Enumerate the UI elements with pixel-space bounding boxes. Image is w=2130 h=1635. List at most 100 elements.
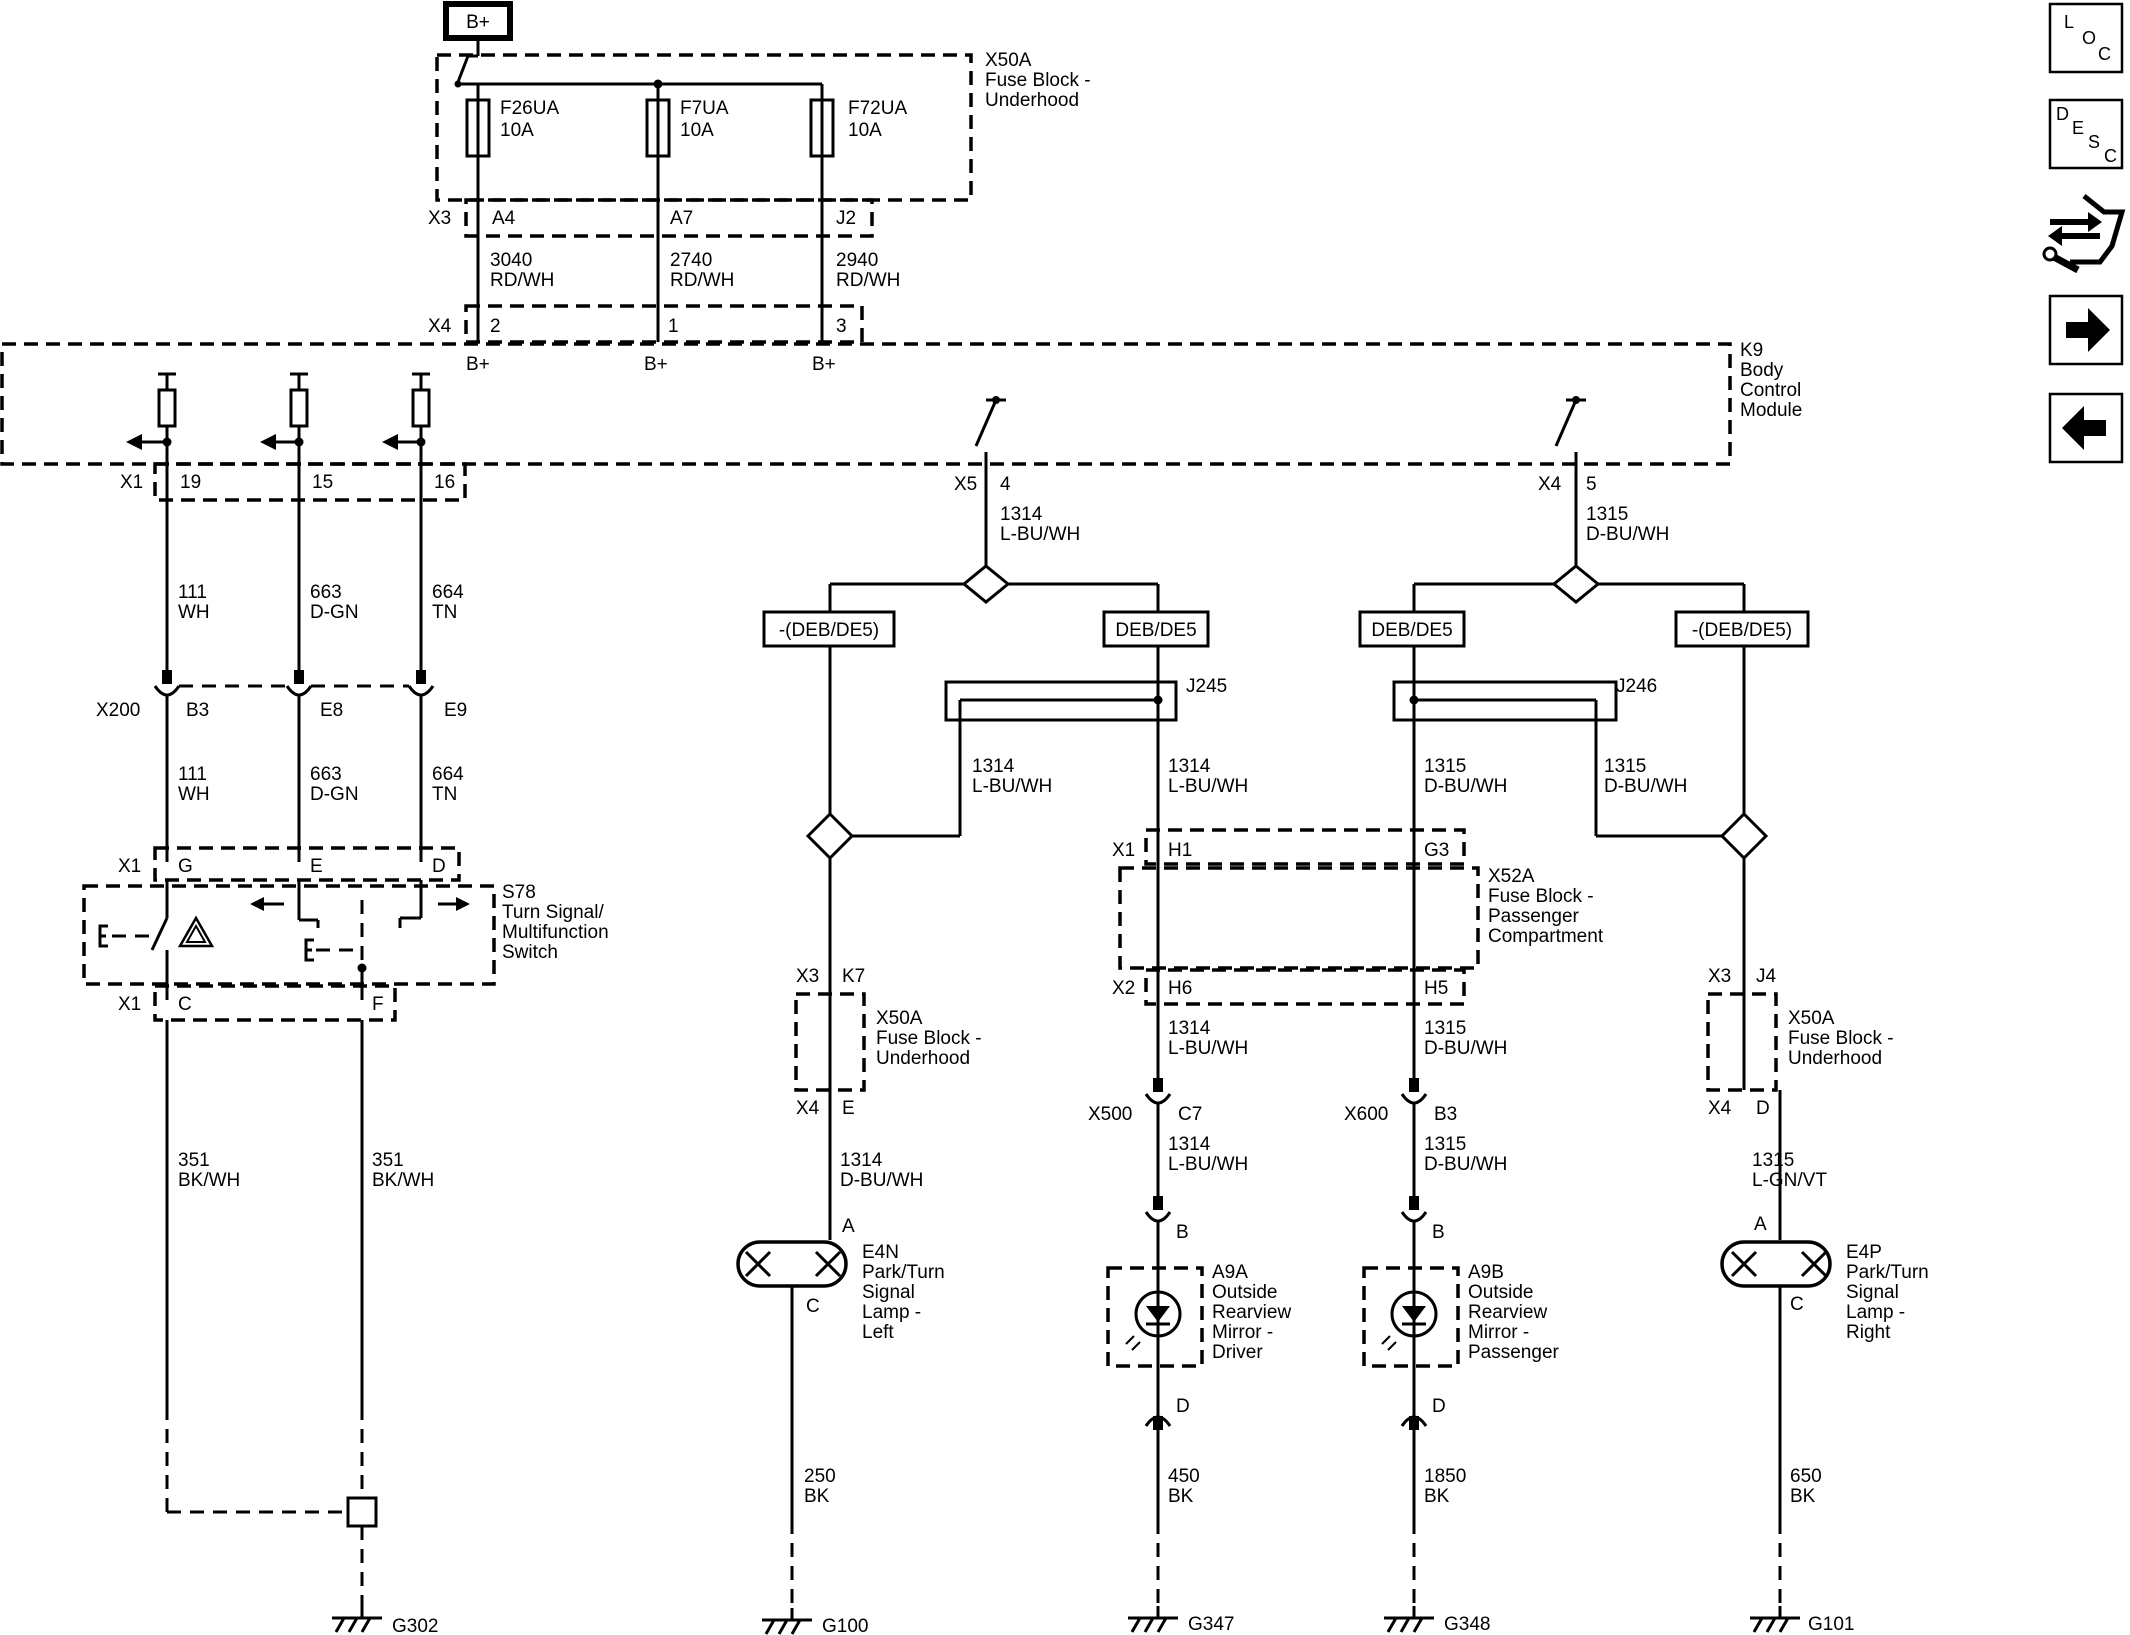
svg-text:Signal: Signal [862, 1282, 915, 1303]
svg-text:C: C [2098, 44, 2111, 64]
ground-g347-icon [1128, 1606, 1178, 1633]
svg-text:B+: B+ [812, 354, 836, 375]
svg-text:TN: TN [432, 602, 457, 623]
svg-text:1315: 1315 [1752, 1150, 1794, 1171]
previous-page-button[interactable] [2048, 392, 2124, 464]
svg-text:2740: 2740 [670, 250, 712, 271]
svg-text:2940: 2940 [836, 250, 878, 271]
desc-button[interactable]: D E S C [2048, 98, 2124, 170]
svg-text:X4: X4 [796, 1098, 820, 1119]
svg-text:X3: X3 [1708, 966, 1731, 987]
tag-plus-right: DEB/DE5 [1371, 620, 1452, 641]
svg-text:Switch: Switch [502, 942, 558, 963]
left-turn-wires: 111 WH 663 D-GN 664 TN X200 B3 E8 E9 111… [96, 464, 467, 862]
splice-j246: J246 [1616, 676, 1657, 697]
svg-text:1315: 1315 [1424, 1018, 1466, 1039]
svg-text:1314: 1314 [840, 1150, 883, 1171]
svg-text:H5: H5 [1424, 978, 1448, 999]
bcm-output-1 [126, 372, 177, 464]
svg-text:L-BU/WH: L-BU/WH [1168, 776, 1248, 797]
svg-text:L: L [2064, 12, 2074, 32]
svg-text:BK: BK [804, 1486, 830, 1507]
mirror-driver-name: A9A [1212, 1262, 1248, 1283]
svg-text:16: 16 [434, 472, 455, 493]
ground-g100: G100 [822, 1616, 868, 1635]
loc-button[interactable]: L O C [2048, 2, 2124, 74]
svg-text:L-BU/WH: L-BU/WH [1168, 1154, 1248, 1175]
svg-text:111: 111 [178, 764, 207, 785]
svg-text:X3: X3 [796, 966, 819, 987]
svg-text:C: C [1790, 1294, 1804, 1315]
svg-text:B: B [1432, 1222, 1445, 1243]
svg-text:A4: A4 [492, 208, 516, 229]
svg-text:Underhood: Underhood [876, 1048, 970, 1069]
svg-text:Passenger: Passenger [1488, 906, 1580, 927]
right-park-turn-lamp: X3 J4 X50A Fuse Block - Underhood X4 D 1… [1706, 858, 1929, 1635]
svg-text:E: E [842, 1098, 855, 1119]
next-page-button[interactable] [2048, 294, 2124, 366]
mirror-pass-name: A9B [1468, 1262, 1504, 1283]
tag-minus-left: -(DEB/DE5) [779, 620, 879, 641]
svg-text:J2: J2 [836, 208, 856, 229]
fuse-2-rating: 10A [680, 120, 714, 141]
svg-text:2: 2 [490, 316, 501, 337]
svg-text:H6: H6 [1168, 978, 1192, 999]
svg-text:X4: X4 [1538, 474, 1562, 495]
arrow-right-icon [2066, 308, 2110, 352]
svg-text:Outside: Outside [1468, 1282, 1533, 1303]
svg-text:K7: K7 [842, 966, 865, 987]
svg-text:1314: 1314 [1000, 504, 1043, 525]
mirror-lamp-icon [1125, 1290, 1182, 1351]
svg-text:X1: X1 [118, 856, 141, 877]
svg-text:Rearview: Rearview [1212, 1302, 1291, 1323]
svg-text:3040: 3040 [490, 250, 532, 271]
bcm-name: K9 [1740, 340, 1763, 361]
svg-text:BK/WH: BK/WH [372, 1170, 434, 1191]
turn-signal-switch: X1 G E D S78 Turn Signal/ Multifunction … [82, 846, 609, 1635]
svg-text:1314: 1314 [1168, 756, 1211, 777]
svg-text:TN: TN [432, 784, 457, 805]
svg-text:Rearview: Rearview [1468, 1302, 1547, 1323]
svg-text:A: A [842, 1216, 855, 1237]
svg-text:1315: 1315 [1424, 756, 1466, 777]
svg-text:1315: 1315 [1604, 756, 1646, 777]
svg-text:A: A [1754, 1214, 1767, 1235]
svg-text:Park/Turn: Park/Turn [1846, 1262, 1929, 1283]
svg-text:BK: BK [1424, 1486, 1450, 1507]
svg-text:X50A: X50A [876, 1008, 923, 1029]
fuse-block-passenger: X1 H1 G3 X52A Fuse Block - Passenger Com… [1112, 828, 1604, 1006]
svg-text:664: 664 [432, 764, 464, 785]
svg-text:D: D [1432, 1396, 1446, 1417]
svg-text:G: G [178, 856, 193, 877]
arrow-left-icon [2062, 406, 2106, 450]
svg-text:351: 351 [178, 1150, 210, 1171]
x500-label: X500 [1088, 1104, 1132, 1125]
fuse-3-rating: 10A [848, 120, 882, 141]
mirror-lamp-icon [1381, 1290, 1438, 1351]
svg-text:B: B [1176, 1222, 1189, 1243]
svg-text:E: E [310, 856, 323, 877]
svg-text:D-BU/WH: D-BU/WH [1424, 1038, 1507, 1059]
svg-text:B3: B3 [186, 700, 209, 721]
svg-text:B+: B+ [466, 354, 490, 375]
svg-text:X1: X1 [120, 472, 143, 493]
svg-text:Mirror -: Mirror - [1212, 1322, 1273, 1343]
svg-text:Control: Control [1740, 380, 1801, 401]
connector-end-view-button[interactable] [2042, 194, 2126, 274]
svg-text:BK: BK [1790, 1486, 1816, 1507]
svg-text:D-GN: D-GN [310, 602, 359, 623]
fuse-block-desc-2: Underhood [985, 90, 1079, 111]
svg-text:250: 250 [804, 1466, 836, 1487]
bcm-output-3 [382, 372, 431, 464]
svg-text:X1: X1 [1112, 840, 1135, 861]
svg-text:BK/WH: BK/WH [178, 1170, 240, 1191]
svg-text:Module: Module [1740, 400, 1802, 421]
ground-g101-icon [1750, 1606, 1800, 1633]
svg-text:D: D [2056, 104, 2069, 124]
svg-text:351: 351 [372, 1150, 404, 1171]
passenger-mirror: 1315 D-BU/WH X600 B3 1315 D-BU/WH B A9B … [1344, 1004, 1560, 1635]
svg-text:1: 1 [668, 316, 679, 337]
svg-text:D-BU/WH: D-BU/WH [1424, 1154, 1507, 1175]
svg-text:RD/WH: RD/WH [836, 270, 900, 291]
